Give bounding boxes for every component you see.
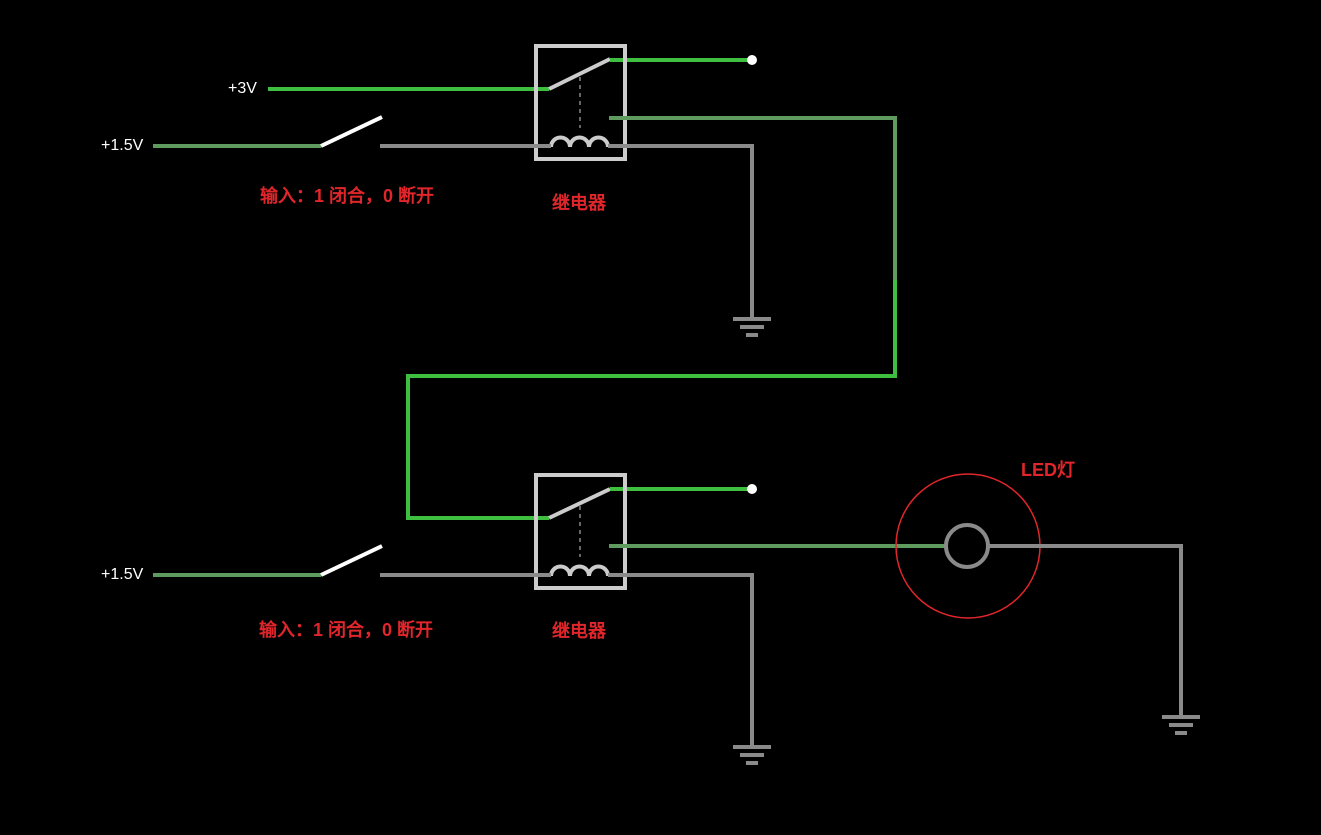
input-2-voltage-label: +1.5V <box>101 566 144 583</box>
relay-1 <box>268 44 897 520</box>
input-2 <box>153 544 771 765</box>
ground-3-icon <box>1162 715 1200 735</box>
relay-1-ground-wire <box>608 144 754 318</box>
supply-label-3v: +3V <box>228 80 257 97</box>
led-bulb-icon <box>944 523 990 569</box>
relay-2-box <box>534 473 627 590</box>
input-1-voltage-label: +1.5V <box>101 137 144 154</box>
led-label: LED灯 <box>1021 460 1075 480</box>
relay-1-coil <box>549 135 610 148</box>
ground-2-icon <box>733 745 771 765</box>
relay-2-coil <box>549 564 610 577</box>
relay-2 <box>534 473 945 590</box>
relay-2-contact-arm <box>548 487 611 520</box>
relay-1-nc-output-wire-bright <box>406 280 897 520</box>
led-ground-wire <box>989 544 1183 716</box>
relay-1-contact-arm <box>548 57 611 91</box>
input-2-caption: 输入：1 闭合，0 断开 <box>259 620 434 640</box>
relay-2-label: 继电器 <box>552 621 606 641</box>
relay-1-label: 继电器 <box>552 193 606 213</box>
relay-2-output-terminal <box>747 484 757 494</box>
input-1-switch <box>320 115 383 148</box>
input-1-caption: 输入：1 闭合，0 断开 <box>260 186 435 206</box>
relay-2-ground-wire <box>608 573 754 746</box>
relay-1-output-terminal <box>747 55 757 65</box>
input-2-switch <box>320 544 383 577</box>
ground-1-icon <box>733 317 771 337</box>
relay-1-nc-output-wire <box>406 116 897 520</box>
led <box>895 473 1200 735</box>
relay-1-box <box>534 44 627 161</box>
input-1 <box>153 115 771 337</box>
